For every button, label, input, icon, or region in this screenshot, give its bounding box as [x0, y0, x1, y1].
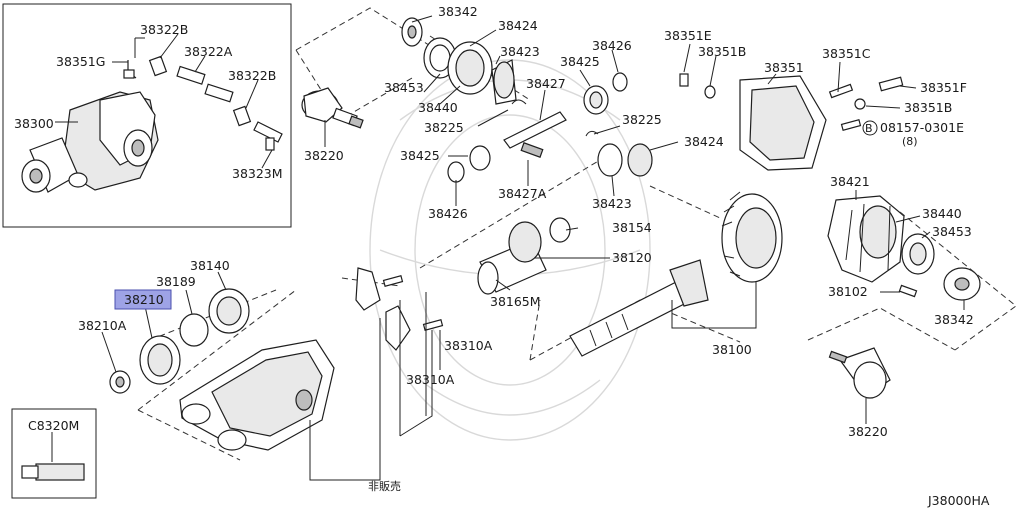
callout-38440-right[interactable]: 38440	[922, 206, 962, 221]
callout-38351[interactable]: 38351	[764, 60, 804, 75]
dashed-guides-middle	[419, 159, 741, 361]
side-gear-and-washers-drawing	[447, 72, 653, 183]
callout-38189[interactable]: 38189	[156, 274, 196, 289]
callout-38100[interactable]: 38100	[712, 342, 752, 357]
callout-38427[interactable]: 38427	[526, 76, 566, 91]
callout-38426-mid[interactable]: 38426	[428, 206, 468, 221]
dashed-guides-lower-left	[137, 277, 401, 461]
callout-38322A[interactable]: 38322A	[184, 44, 233, 59]
callout-38210A[interactable]: 38210A	[78, 318, 127, 333]
oil-seal-and-bearing-drawing	[109, 288, 250, 394]
leader-lines	[51, 15, 965, 481]
pinion-shaft-drawing	[503, 99, 567, 158]
callout-38351B-a[interactable]: 38351B	[698, 44, 746, 59]
callout-38423-top[interactable]: 38423	[500, 44, 540, 59]
callout-38310A-b[interactable]: 38310A	[406, 372, 455, 387]
callout-38351E[interactable]: 38351E	[664, 28, 712, 43]
callout-38426-top[interactable]: 38426	[592, 38, 632, 53]
callout-08157-0301E[interactable]: 08157-0301E	[880, 120, 964, 135]
callout-38102[interactable]: 38102	[828, 284, 868, 299]
callout-38300[interactable]: 38300	[14, 116, 54, 131]
callout-38423-mid[interactable]: 38423	[592, 196, 632, 211]
callout-38351C[interactable]: 38351C	[822, 46, 871, 61]
callout-38427A[interactable]: 38427A	[498, 186, 547, 201]
ring-gear-drawing	[721, 191, 783, 283]
callout-38425-top[interactable]: 38425	[560, 54, 600, 69]
callout-38165M[interactable]: 38165M	[490, 294, 541, 309]
bearing-stack-top-drawing	[401, 17, 517, 105]
selected-part-highlight	[114, 289, 172, 310]
bolt-ref-letter: B	[865, 122, 873, 135]
callout-38342-right[interactable]: 38342	[934, 312, 974, 327]
callout-38310A-a[interactable]: 38310A	[444, 338, 493, 353]
pinion-bearing-drawing	[477, 217, 571, 295]
bolt-ref-circle	[862, 120, 878, 136]
callout-38210[interactable]: 38210	[124, 292, 164, 307]
final-drive-housing-drawing	[179, 339, 335, 451]
special-tool-drawing	[21, 463, 85, 481]
callout-C8320M[interactable]: C8320M	[28, 418, 79, 433]
callout-38225-a[interactable]: 38225	[424, 120, 464, 135]
callout-38424-top[interactable]: 38424	[498, 18, 538, 33]
drive-pinion-drawing	[569, 259, 709, 357]
callout-38453-right[interactable]: 38453	[932, 224, 972, 239]
callout-38424-mid[interactable]: 38424	[684, 134, 724, 149]
callout-38421[interactable]: 38421	[830, 174, 870, 189]
differential-assembly-drawing	[21, 60, 159, 193]
companion-flange-top-drawing	[301, 87, 364, 129]
callout-38440-top[interactable]: 38440	[418, 100, 458, 115]
inset-frame	[2, 3, 292, 228]
callout-38453-top[interactable]: 38453	[384, 80, 424, 95]
callout-38342-top[interactable]: 38342	[438, 4, 478, 19]
callout-38322B-b[interactable]: 38322B	[228, 68, 276, 83]
callout-38220-bottom[interactable]: 38220	[848, 424, 888, 439]
callout-38351B-b[interactable]: 38351B	[904, 100, 952, 115]
callout-38323M[interactable]: 38323M	[232, 166, 283, 181]
callout-38225-b[interactable]: 38225	[622, 112, 662, 127]
breather-parts-drawing	[134, 37, 283, 151]
callout-38351G[interactable]: 38351G	[56, 54, 105, 69]
callout-38140[interactable]: 38140	[190, 258, 230, 273]
side-bearing-right-drawing	[898, 233, 981, 301]
callout-38425-mid[interactable]: 38425	[400, 148, 440, 163]
callout-38120[interactable]: 38120	[612, 250, 652, 265]
callout-labels: 38342 38424 38423 38426 38425 38427 3845…	[14, 4, 990, 508]
rear-cover-drawing	[679, 73, 904, 171]
callout-08157-qty: (8)	[902, 135, 918, 148]
callout-38220-top[interactable]: 38220	[304, 148, 344, 163]
callout-38322B-a[interactable]: 38322B	[140, 22, 188, 37]
inset-leader-lines	[55, 33, 273, 169]
companion-flange-bottom-drawing	[828, 347, 891, 399]
callout-38154[interactable]: 38154	[612, 220, 652, 235]
differential-case-drawing	[827, 195, 905, 283]
member-brackets-drawing	[355, 267, 444, 351]
diagram-code: J38000HA	[927, 493, 990, 508]
callout-38351F[interactable]: 38351F	[920, 80, 967, 95]
not-for-sale-label: 非販売	[368, 480, 401, 493]
special-tool-frame	[11, 408, 97, 499]
